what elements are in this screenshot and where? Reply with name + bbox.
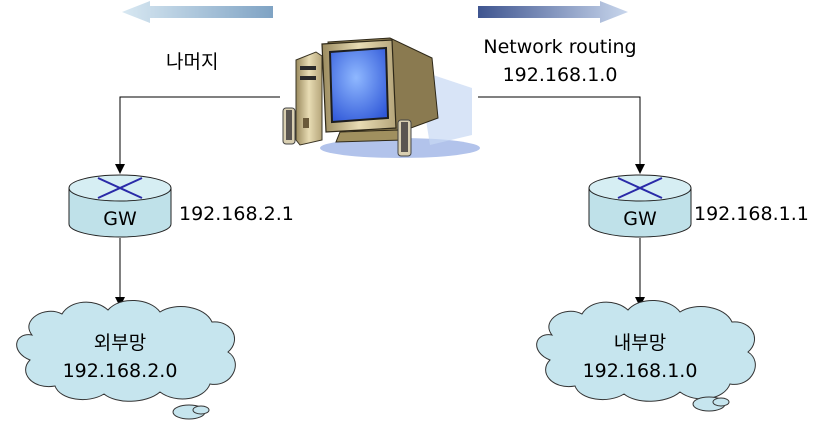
computer-icon xyxy=(282,37,480,158)
router-left-ip: 192.168.2.1 xyxy=(179,203,294,225)
router-right-label: GW xyxy=(623,208,657,230)
connector-computer-to-right-router xyxy=(478,96,645,174)
cloud-icon xyxy=(16,299,236,420)
cloud-right-network: 192.168.1.0 xyxy=(582,360,698,382)
connector-lines xyxy=(115,96,645,307)
router-left-label: GW xyxy=(103,208,137,230)
connector-computer-to-left-router xyxy=(115,96,280,174)
router-icon xyxy=(588,174,692,238)
top-right-label-line2: 192.168.1.0 xyxy=(502,64,618,86)
cloud-right-name: 내부망 xyxy=(613,332,667,354)
router-icon xyxy=(68,174,172,238)
cloud-icon xyxy=(536,299,756,412)
top-left-label: 나머지 xyxy=(166,51,219,73)
right-arrow-icon xyxy=(478,1,628,23)
left-arrow-icon xyxy=(122,1,273,23)
cloud-left-network: 192.168.2.0 xyxy=(62,360,178,382)
cloud-left-name: 외부망 xyxy=(93,332,147,354)
router-right-ip: 192.168.1.1 xyxy=(694,203,809,225)
top-right-label-line1: Network routing xyxy=(483,36,637,58)
